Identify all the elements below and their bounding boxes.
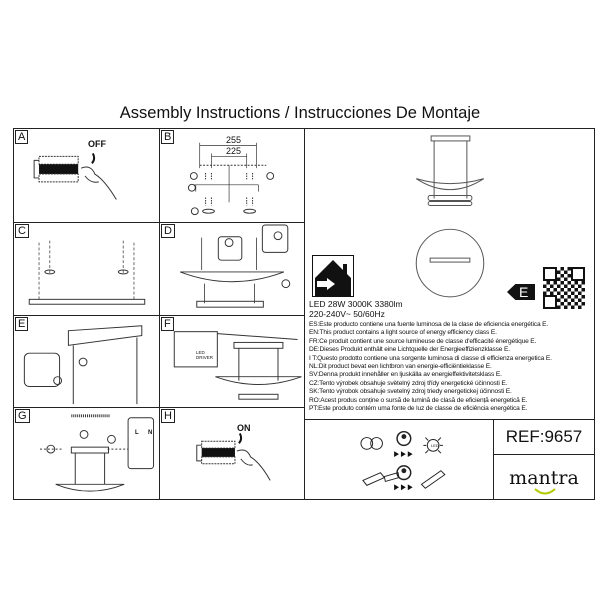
energy-class-label: E	[507, 284, 535, 300]
energy-class-letter: E	[519, 284, 529, 300]
product-illustration	[415, 135, 485, 298]
statement-it: I T:Questo prodotto contiene una sorgent…	[309, 354, 552, 362]
tube-icon	[420, 470, 446, 489]
statement-de: DE:Dieses Produkt enthält eine Lichtquel…	[309, 346, 510, 354]
led-icon-label: LED	[431, 443, 439, 448]
disposal-panel: LED	[304, 419, 494, 500]
step-b-panel: B 255 225	[159, 128, 306, 223]
step-letter: H	[161, 409, 175, 423]
step-letter: B	[161, 130, 175, 144]
terminal-l: L	[135, 430, 139, 436]
dimension-outer: 255	[226, 135, 242, 145]
reference-number: REF:9657	[505, 427, 583, 446]
shade-install-diagram	[179, 224, 291, 308]
led-icon	[423, 437, 443, 454]
brand-name: mantra	[509, 467, 579, 489]
terminal-n: N	[148, 430, 153, 436]
step-d-panel: D	[159, 222, 306, 316]
step-e-panel: E	[13, 315, 160, 409]
step-letter: A	[15, 130, 29, 144]
step-letter: D	[161, 224, 175, 238]
final-assembly-diagram	[40, 414, 155, 492]
driver-connect-diagram	[173, 331, 302, 400]
reference-box: REF:9657	[493, 419, 595, 455]
broken-bulb-icon	[360, 437, 383, 450]
broken-tube-icon	[362, 472, 400, 486]
brand-box: mantra	[493, 454, 595, 500]
switch-on-illustration	[196, 433, 271, 481]
energy-statements: ES:Este producto contiene una fuente lum…	[309, 321, 552, 413]
step-letter: E	[15, 317, 29, 331]
brand-smile-icon	[534, 488, 556, 495]
recycle-person-icon	[394, 430, 413, 458]
statement-es: ES:Este producto contiene una fuente lum…	[309, 321, 549, 328]
statement-sv: SV:Denna produkt innehåller en ljuskälla…	[309, 371, 502, 379]
step-f-panel: F LED DRIVER	[159, 315, 306, 409]
statement-ro: RO:Acest produs conține o sursă de lumin…	[309, 396, 528, 404]
on-label: ON	[237, 423, 251, 433]
step-a-panel: A OFF	[13, 128, 160, 223]
step-letter: F	[161, 317, 174, 331]
statement-en: EN:This product contains a light source …	[309, 329, 497, 337]
cable-adjust-diagram	[28, 240, 146, 305]
statement-fr: FR:Ce produit contient une source lumine…	[309, 337, 537, 345]
step-c-panel: C	[13, 222, 160, 316]
step-letter: C	[15, 224, 29, 238]
statement-cz: CZ:Tento výrobek obsahuje světelný zdroj…	[309, 379, 508, 387]
specs-voltage: 220-240V~ 50/60Hz	[309, 309, 385, 319]
recycle-person-icon-2	[394, 465, 413, 491]
step-g-panel: G L N	[13, 407, 160, 500]
specs-power: LED 28W 3000K 3380lm	[309, 299, 403, 309]
brand-logo: mantra	[494, 467, 594, 489]
ceiling-mount-diagram	[187, 142, 275, 216]
step-h-panel: H ON	[159, 407, 306, 500]
page-title: Assembly Instructions / Instrucciones De…	[119, 104, 481, 122]
qr-code	[543, 267, 585, 309]
statement-nl: NL:Dit product bevat een lichtbron van e…	[309, 363, 492, 371]
switch-off-illustration	[33, 153, 117, 200]
indoor-use-icon	[312, 255, 354, 297]
off-label: OFF	[88, 139, 106, 149]
statement-pt: PT:Este produto contém uma fonte de luz …	[309, 405, 528, 413]
led-driver-label: LED DRIVER	[196, 350, 214, 360]
statement-sk: SK:Tento výrobok obsahuje svetelný zdroj…	[309, 388, 512, 396]
disposal-icons	[360, 430, 446, 491]
step-letter: G	[15, 409, 30, 423]
product-info-panel: E LED 28W 3000K 3380lm 220-240V~ 50/60Hz…	[304, 128, 595, 420]
dimension-inner: 225	[226, 146, 242, 156]
wiring-connect-diagram	[23, 325, 143, 405]
